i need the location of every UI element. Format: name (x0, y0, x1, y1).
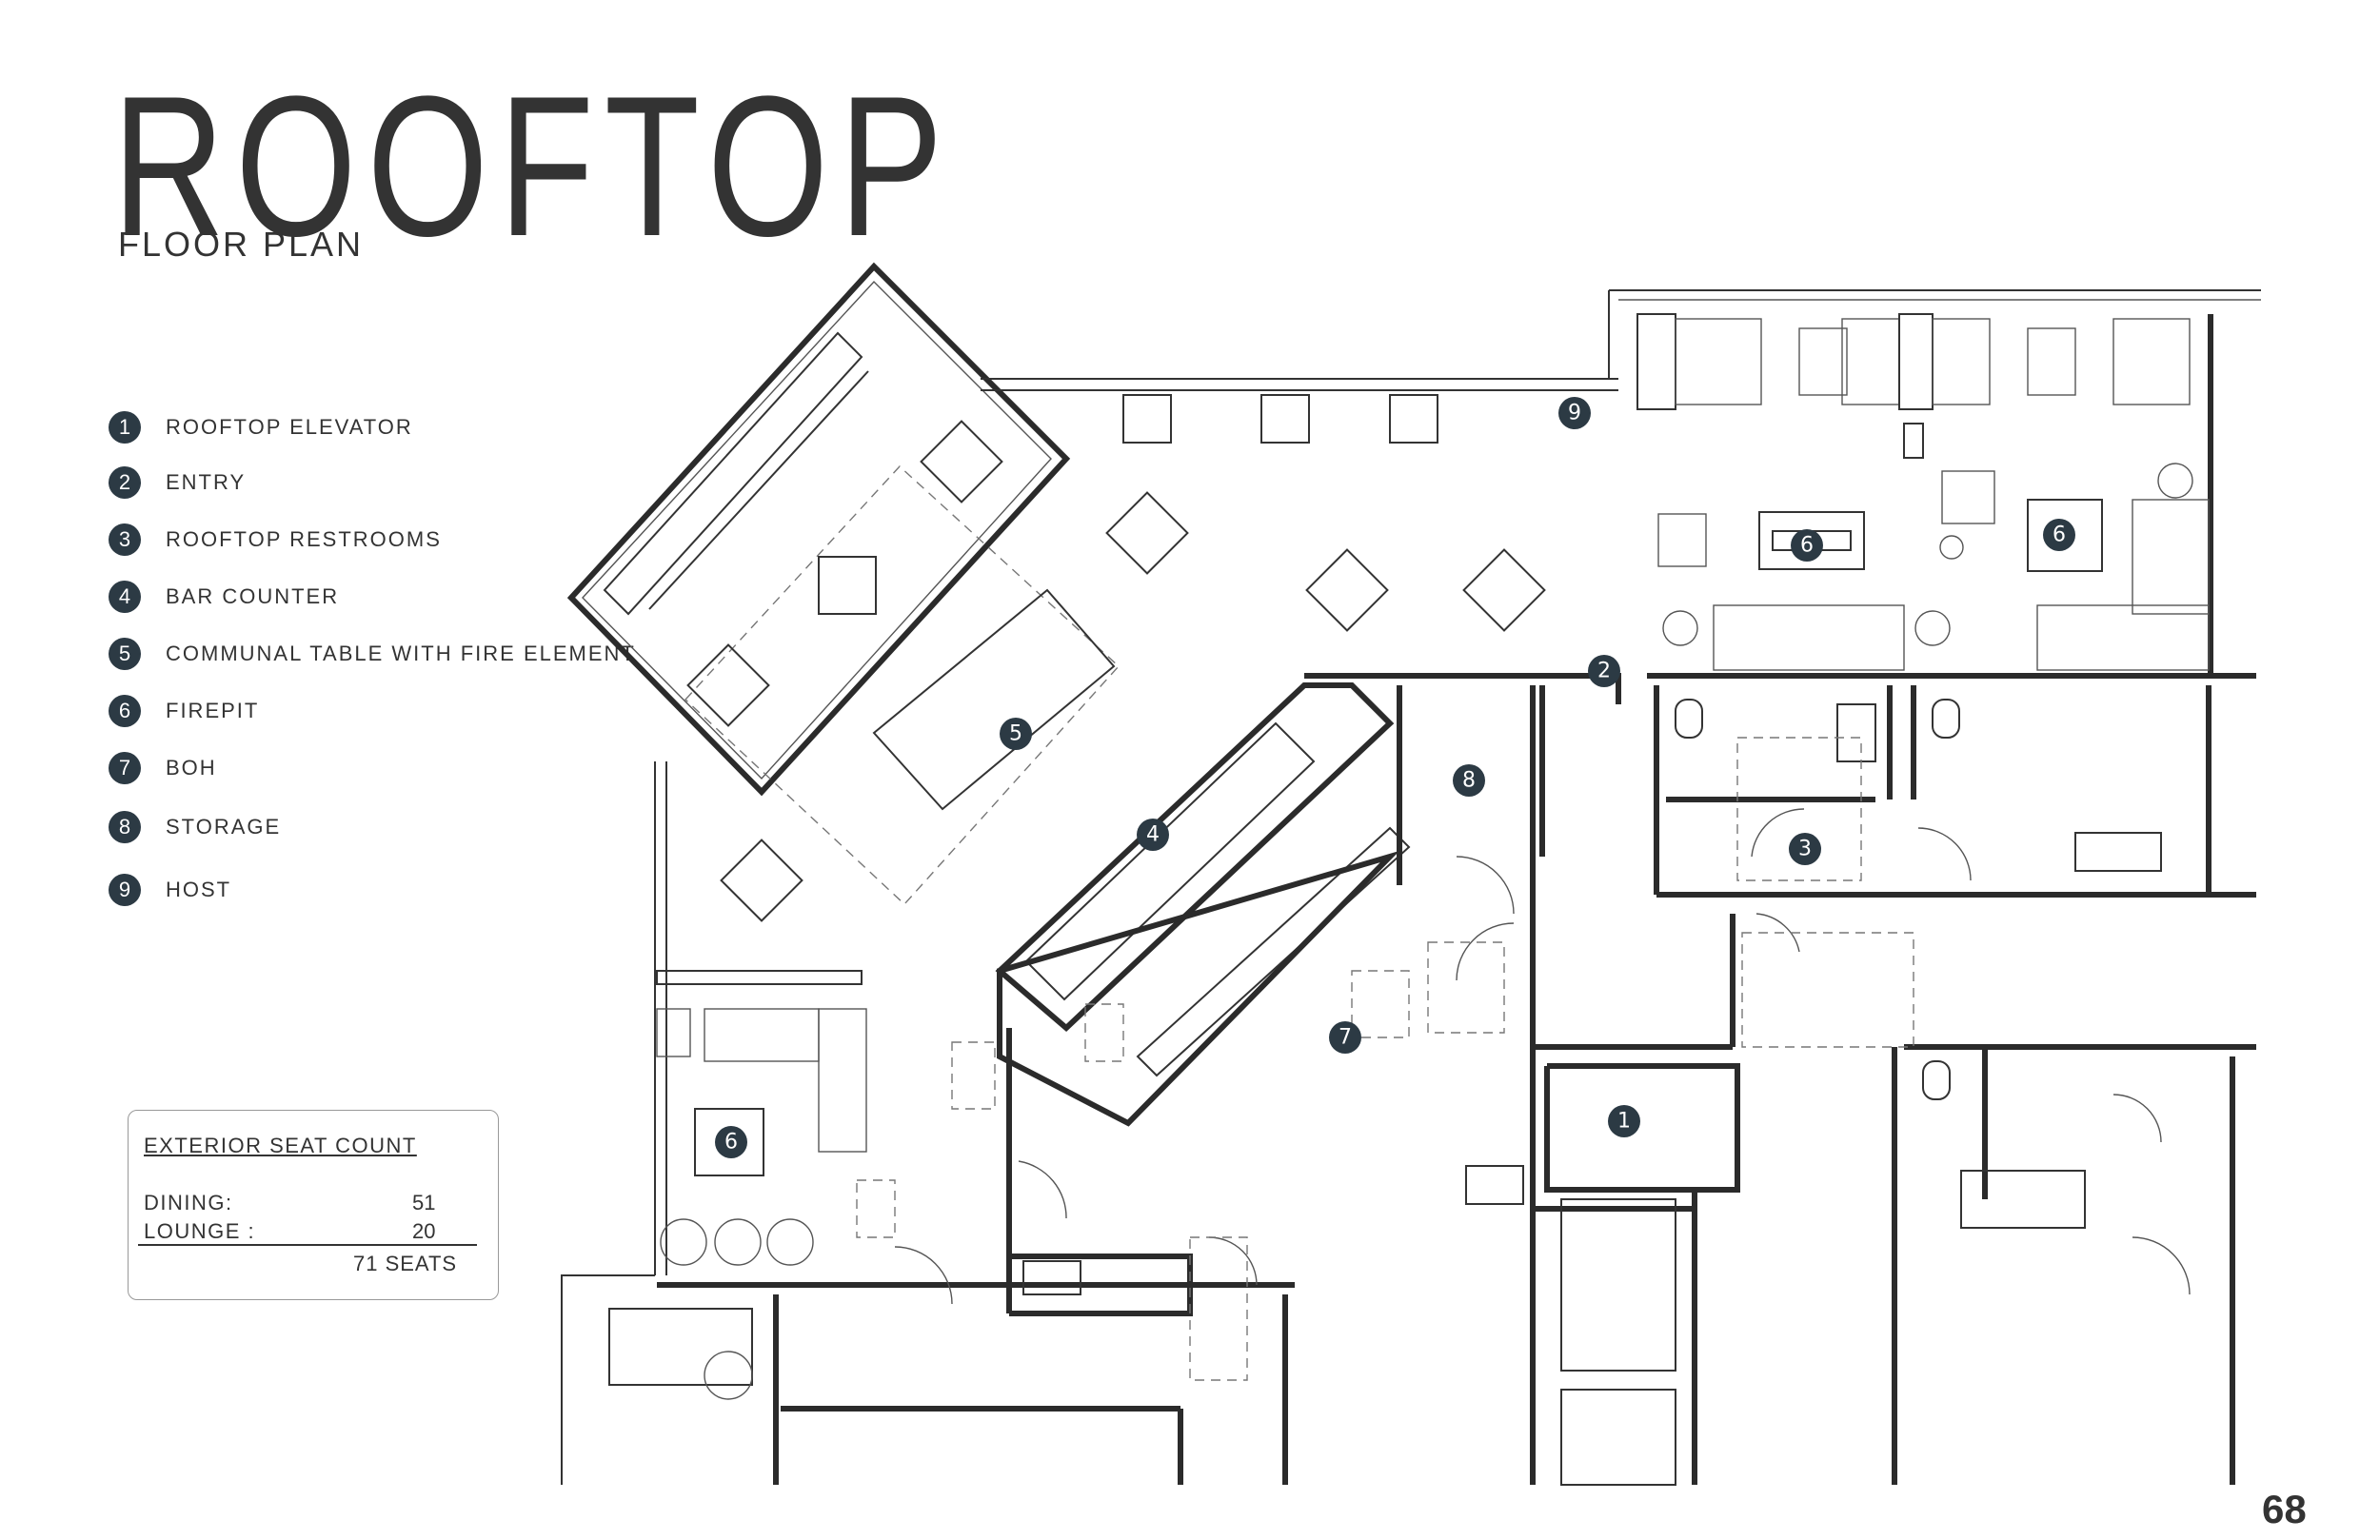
seat-count-box: EXTERIOR SEAT COUNT DINING: 51 LOUNGE : … (128, 1110, 499, 1300)
interior-walls (657, 673, 2256, 1486)
doors (894, 808, 2191, 1305)
legend-label: HOST (166, 878, 232, 901)
svg-text:3: 3 (1798, 838, 1812, 861)
legend-item-firepit: 6 FIREPIT (109, 695, 259, 727)
legend-item-bar: 4 BAR COUNTER (109, 581, 339, 613)
tag-elevator: 1 (1608, 1105, 1640, 1137)
tag-firepit-3: 6 (715, 1126, 747, 1158)
bar-counter (995, 682, 1411, 1127)
legend-number: 9 (109, 874, 141, 906)
legend-number: 6 (109, 695, 141, 727)
page-title: ROOFTOP (112, 54, 954, 278)
page-subtitle: FLOOR PLAN (118, 225, 365, 264)
svg-text:6: 6 (1800, 534, 1814, 558)
legend-label: ROOFTOP ELEVATOR (166, 415, 413, 439)
legend-number: 8 (109, 811, 141, 843)
tag-boh: 7 (1329, 1021, 1361, 1054)
legend-number: 3 (109, 523, 141, 556)
legend-item-elevator: 1 ROOFTOP ELEVATOR (109, 411, 413, 444)
tag-communal: 5 (1000, 718, 1032, 750)
tag-bar: 4 (1137, 819, 1169, 851)
tag-firepit-2: 6 (2043, 519, 2075, 551)
terrace-outline (561, 289, 2261, 1485)
legend-item-boh: 7 BOH (109, 752, 217, 784)
dining-label: DINING: (144, 1191, 233, 1214)
dashed-zones (856, 737, 1914, 1381)
legend-label: COMMUNAL TABLE WITH FIRE ELEMENT (166, 642, 636, 665)
svg-text:9: 9 (1568, 402, 1581, 425)
svg-text:6: 6 (2053, 523, 2066, 547)
legend-label: FIREPIT (166, 699, 260, 722)
seat-total: 71 SEATS (353, 1252, 458, 1275)
legend-label: ENTRY (166, 470, 247, 494)
legend-item-restrooms: 3 ROOFTOP RESTROOMS (109, 523, 442, 556)
diagonal-wing (566, 262, 1120, 905)
seat-count-title: EXTERIOR SEAT COUNT (144, 1134, 417, 1157)
svg-text:2: 2 (1597, 660, 1611, 683)
legend-item-host: 9 HOST (109, 874, 231, 906)
legend-label: BOH (166, 756, 217, 780)
svg-text:8: 8 (1462, 769, 1476, 793)
dining-tables (686, 394, 1546, 922)
tag-firepit-1: 6 (1791, 529, 1823, 562)
tag-entry: 2 (1588, 655, 1620, 687)
svg-text:5: 5 (1009, 722, 1022, 746)
lounge-lower-left (608, 970, 867, 1400)
lounge-seating-top (1636, 313, 2210, 671)
tag-storage: 8 (1453, 764, 1485, 797)
page-number: 68 (2262, 1487, 2307, 1531)
legend-label: BAR COUNTER (166, 584, 340, 608)
tag-restrooms: 3 (1789, 833, 1821, 865)
legend-item-storage: 8 STORAGE (109, 811, 281, 843)
legend-number: 1 (109, 411, 141, 444)
lounge-label: LOUNGE : (144, 1219, 256, 1243)
legend-label: STORAGE (166, 815, 282, 839)
legend-number: 4 (109, 581, 141, 613)
svg-text:7: 7 (1339, 1026, 1352, 1050)
legend-item-communal: 5 COMMUNAL TABLE WITH FIRE ELEMENT (109, 638, 636, 670)
svg-text:1: 1 (1617, 1110, 1631, 1134)
svg-text:6: 6 (724, 1131, 738, 1155)
lounge-value: 20 (412, 1219, 436, 1243)
legend-number: 7 (109, 752, 141, 784)
legend-number: 5 (109, 638, 141, 670)
fixtures (1022, 699, 2162, 1295)
legend-number: 2 (109, 466, 141, 499)
svg-text:4: 4 (1146, 823, 1160, 847)
legend-item-entry: 2 ENTRY (109, 466, 246, 499)
total-divider (138, 1244, 477, 1246)
legend-label: ROOFTOP RESTROOMS (166, 527, 442, 551)
tag-host: 9 (1558, 397, 1591, 429)
dining-value: 51 (412, 1191, 436, 1214)
